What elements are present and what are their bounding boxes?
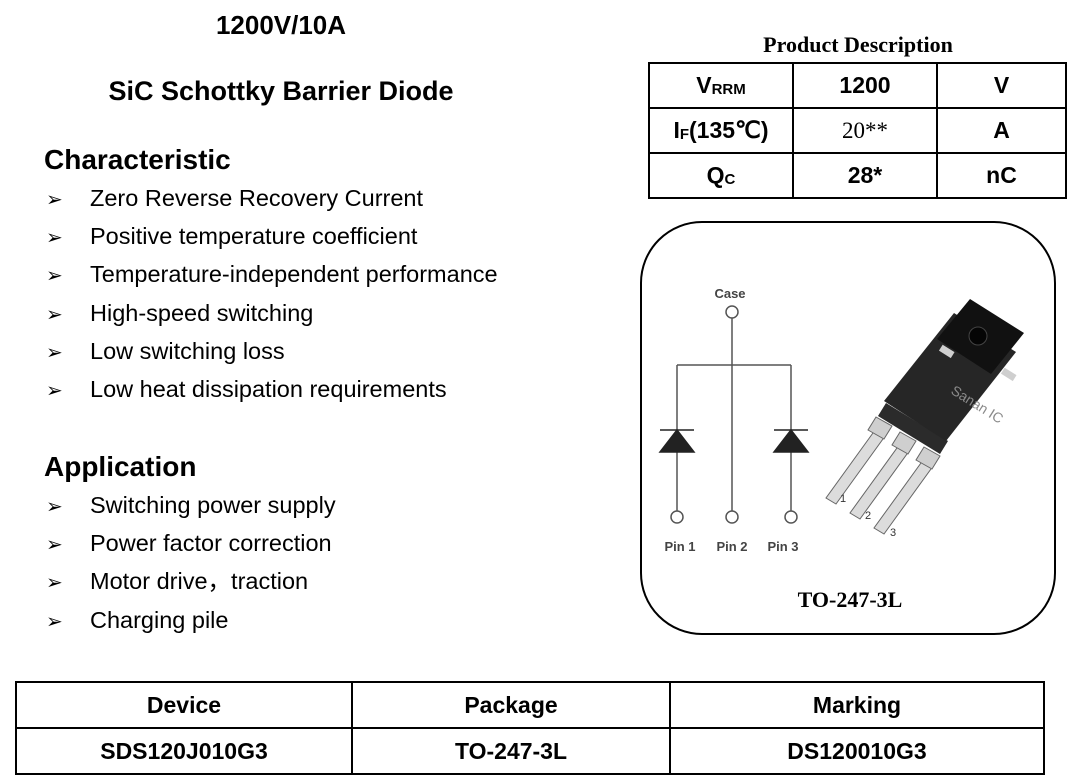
param-cell: QC	[648, 152, 794, 199]
to247-package-drawing: Sanan IC 1 2 3	[825, 299, 1024, 539]
characteristic-item-text: Positive temperature coefficient	[90, 223, 418, 250]
param-cell: IF(135℃)	[648, 107, 794, 154]
case-terminal	[725, 305, 739, 319]
value-cell: 1200	[792, 62, 938, 109]
application-item-text: Power factor correction	[90, 530, 332, 557]
package-illustration: Case Pin 1 Pin 2 Pin 3 Sanan IC 1 2 3 TO…	[658, 286, 1024, 612]
arrow-bullet-icon: ➢	[46, 225, 63, 250]
arrow-bullet-icon: ➢	[46, 339, 63, 364]
table-row: VRRM 1200 V	[648, 62, 1067, 109]
characteristic-item-text: High-speed switching	[90, 299, 314, 326]
package-figure-box	[640, 221, 1056, 635]
arrow-bullet-icon: ➢	[46, 570, 63, 595]
column-header-device: Device	[15, 681, 353, 729]
diode-schematic	[670, 305, 798, 524]
pin3-label: Pin 3	[767, 539, 798, 554]
value-cell: 20**	[792, 107, 938, 154]
table-row: QC 28* nC	[648, 152, 1067, 199]
value-cell: 28*	[792, 152, 938, 199]
product-description-title: Product Description	[763, 32, 953, 57]
unit-cell: V	[936, 62, 1067, 109]
arrow-bullet-icon: ➢	[46, 494, 63, 518]
marking-cell: DS120010G3	[669, 727, 1045, 775]
pin3-terminal	[784, 510, 798, 524]
lead-number-1: 1	[840, 493, 846, 505]
device-cell: SDS120J010G3	[15, 727, 353, 775]
table-row: SDS120J010G3 TO-247-3L DS120010G3	[15, 727, 1045, 775]
case-label: Case	[714, 286, 745, 301]
pin1-label: Pin 1	[664, 539, 695, 554]
pin2-terminal	[725, 510, 739, 524]
arrow-bullet-icon: ➢	[46, 263, 63, 288]
column-header-package: Package	[351, 681, 671, 729]
characteristic-heading: Characteristic	[44, 144, 231, 175]
product-type-title: SiC Schottky Barrier Diode	[108, 76, 454, 106]
table-header-row: Device Package Marking	[15, 681, 1045, 729]
unit-cell: nC	[936, 152, 1067, 199]
pin1-terminal	[670, 510, 684, 524]
arrow-bullet-icon: ➢	[46, 377, 63, 402]
application-item-text: Motor drive，traction	[90, 568, 309, 595]
device-table: Device Package Marking SDS120J010G3 TO-2…	[15, 681, 1045, 775]
lead-number-2: 2	[865, 510, 871, 522]
arrow-bullet-icon: ➢	[46, 187, 63, 211]
lead-number-3: 3	[890, 527, 896, 539]
unit-cell: A	[936, 107, 1067, 154]
characteristic-item-text: Low heat dissipation requirements	[90, 375, 447, 402]
application-heading: Application	[44, 451, 197, 482]
param-cell: VRRM	[648, 62, 794, 109]
pin2-label: Pin 2	[716, 539, 747, 554]
arrow-bullet-icon: ➢	[46, 301, 63, 326]
product-description-table: VRRM 1200 V IF(135℃) 20** A QC 28* nC	[648, 62, 1067, 199]
arrow-bullet-icon: ➢	[46, 608, 63, 633]
package-cell: TO-247-3L	[351, 727, 671, 775]
diode-symbols	[658, 428, 810, 453]
rating-title: 1200V/10A	[215, 10, 347, 40]
characteristic-item-text: Low switching loss	[90, 337, 285, 364]
package-caption: TO-247-3L	[798, 587, 903, 612]
column-header-marking: Marking	[669, 681, 1045, 729]
characteristic-item-text: Zero Reverse Recovery Current	[90, 185, 424, 211]
table-row: IF(135℃) 20** A	[648, 107, 1067, 154]
application-item-text: Charging pile	[90, 606, 229, 633]
application-item-text: Switching power supply	[90, 492, 336, 518]
arrow-bullet-icon: ➢	[46, 532, 63, 557]
characteristic-item-text: Temperature-independent performance	[90, 261, 498, 288]
